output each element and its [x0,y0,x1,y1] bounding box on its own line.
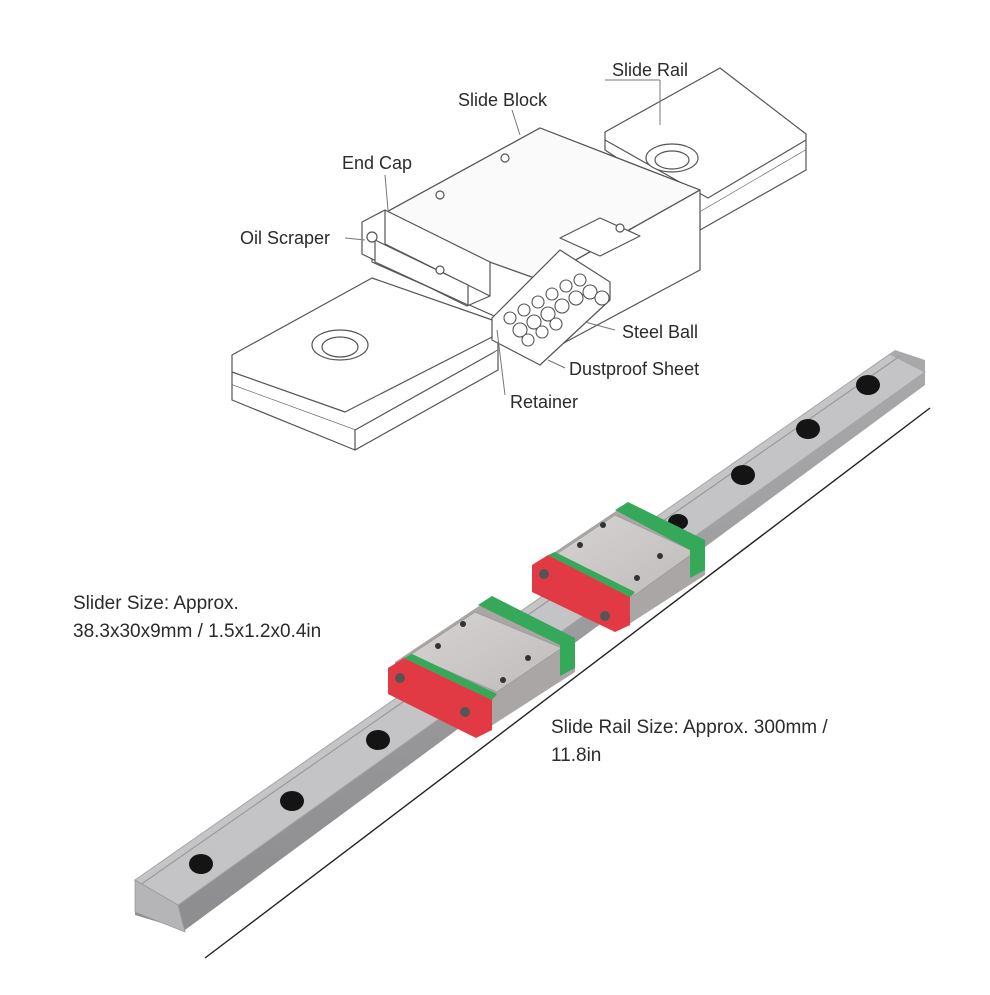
rail-size-line1: Slide Rail Size: Approx. 300mm / [551,717,828,738]
rail-near-end [231,277,499,451]
slider-block-far [532,502,705,632]
steel-balls [503,273,610,347]
rail-length-dimension-line [204,407,931,959]
rail-size-spec: Slide Rail Size: Approx. 300mm / 11.8in [551,714,828,770]
end-seal-green [615,502,705,578]
slider-size-line2: 38.3x30x9mm / 1.5x1.2x0.4in [73,621,322,642]
exploded-line-drawing [231,67,807,451]
end-seal-green [478,596,575,676]
leader-lines [344,79,661,396]
rail-mounting-holes [189,375,880,874]
label-slide-rail: Slide Rail [612,60,689,80]
slider-size-spec: Slider Size: Approx. 38.3x30x9mm / 1.5x1… [73,590,321,646]
label-steel-ball: Steel Ball [622,322,699,342]
label-dustproof-sheet: Dustproof Sheet [569,359,700,379]
rail-size-line2: 11.8in [551,745,602,766]
label-retainer: Retainer [510,392,579,412]
end-cap-red [388,658,492,738]
label-oil-scraper: Oil Scraper [240,228,331,248]
slider-size-line1: Slider Size: Approx. [73,593,239,614]
label-slide-block: Slide Block [458,90,548,110]
label-end-cap: End Cap [342,153,413,173]
end-cap-plates [361,209,491,307]
slider-block-near [388,596,575,738]
